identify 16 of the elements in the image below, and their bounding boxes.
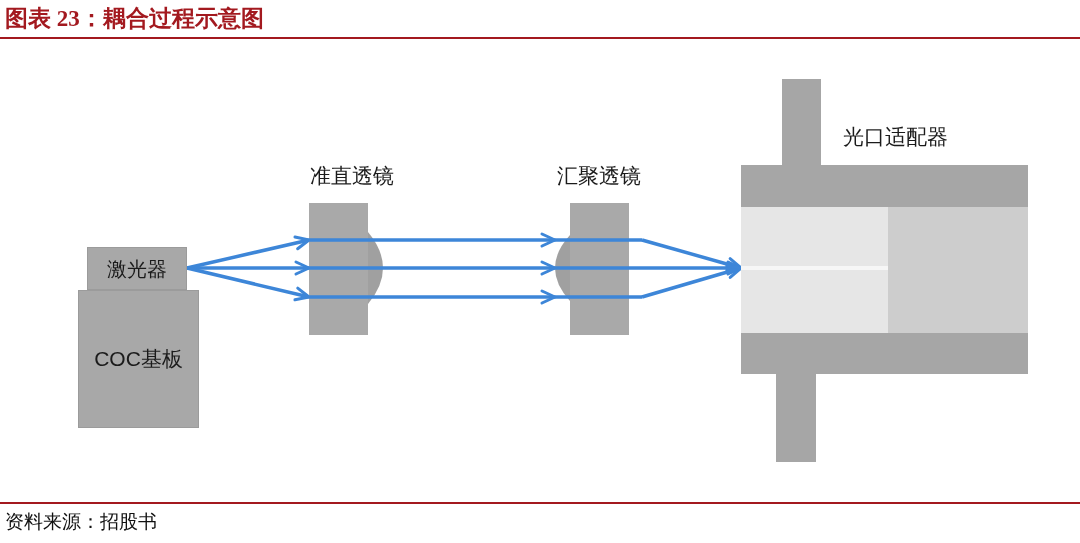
- laser-chip-block: [87, 247, 187, 290]
- light-beam-arrow: [186, 266, 311, 302]
- substrate-block: [78, 290, 199, 428]
- light-beam-arrow: [641, 238, 743, 272]
- figure-title: 图表 23：耦合过程示意图: [5, 5, 264, 33]
- component-label: COC基板: [94, 346, 183, 372]
- component-label: 光口适配器: [843, 124, 948, 150]
- light-beam-arrow: [187, 260, 311, 276]
- source-note: 资料来源：招股书: [5, 511, 157, 534]
- component-label: 准直透镜: [310, 163, 394, 189]
- light-beam-arrow: [641, 264, 743, 299]
- light-beam-arrow: [395, 260, 557, 276]
- light-beam-arrow: [395, 232, 557, 248]
- light-beam-arrow: [395, 289, 557, 305]
- component-label: 激光器: [107, 256, 167, 281]
- component-label: 汇聚透镜: [556, 163, 641, 189]
